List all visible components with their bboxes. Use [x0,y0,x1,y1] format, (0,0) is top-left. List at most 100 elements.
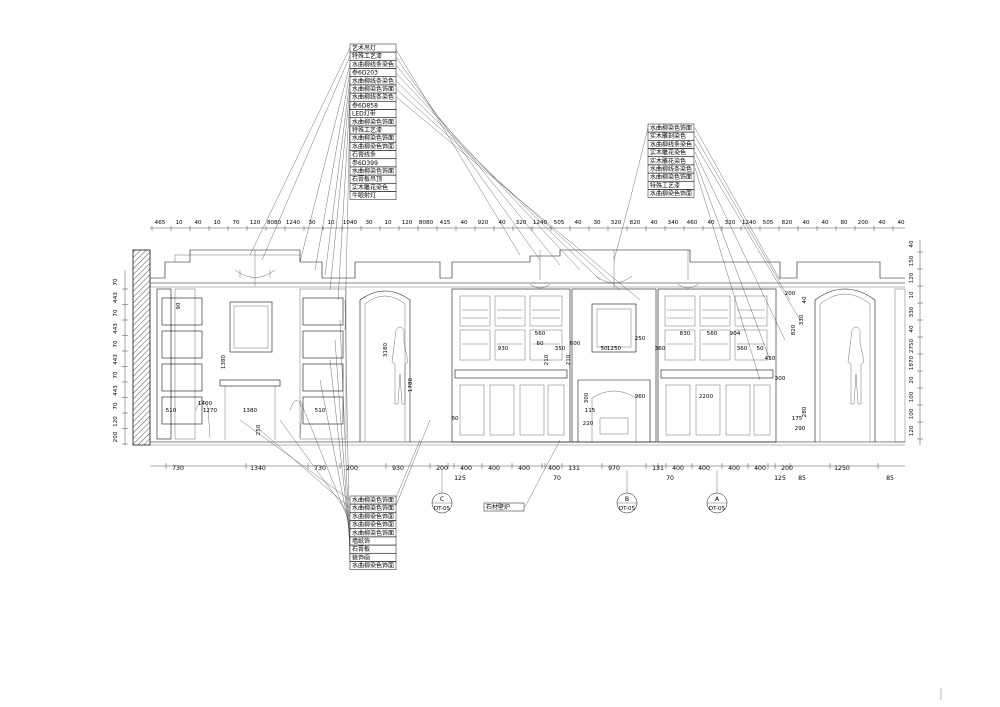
callout-label-text: 水曲柳染色饰面 [650,124,692,132]
dimension-value: 1240 [742,220,757,226]
dimension-value: 40 [909,325,915,333]
callout-label: 石材壁炉 [483,502,525,512]
dimension-value: 200 [436,465,448,472]
dimension-value: 830 [680,331,691,337]
dimension-value: 400 [754,465,766,472]
dimension-value: 40 [498,220,506,226]
dimension-value: 100 [909,408,915,419]
section-marker: ADT-05 [706,470,728,514]
dimension-value: 510 [315,408,326,414]
callout-label-text: 参6D399 [352,159,378,167]
callout-label: 牛眼射灯 [349,191,397,200]
callout-label: 水曲柳染色饰面 [647,172,695,182]
mirror [591,303,637,353]
dimension-value: 10 [327,220,335,226]
callout-label-text: 参6D203 [352,69,378,77]
callout-label-text: 水曲柳染色饰面 [352,496,394,504]
dimension-value: 70 [113,340,119,348]
dimension-value: 120 [402,220,413,226]
dimension-value: 8080 [419,220,434,226]
dimension-value: 970 [608,465,620,472]
dimension-value: 70 [666,475,674,482]
dimension-value: 415 [440,220,451,226]
dimension-value: 70 [113,278,119,286]
dimension-value: 330 [799,314,805,325]
callout-label: 墙纸饰 [349,536,397,546]
dimension-value: 200 [346,465,358,472]
fireplace-wall [571,288,657,443]
section-ref: DT-05 [434,506,451,512]
dimension-value: 100 [909,391,915,402]
dimension-value: 40 [897,220,905,226]
callout-label-text: 水曲柳染色饰面 [352,562,394,570]
callout-label: 实木雕花染色 [349,183,397,192]
callout-label-text: 水曲柳线条染色 [352,77,394,85]
callout-label-text: 实木雕花染色 [650,157,686,165]
dimension-value: 30 [593,220,601,226]
callout-label: 水曲柳染色饰面 [349,561,397,570]
dimension-value: 60 [536,341,544,347]
callout-stack-bottom: 水曲柳染色饰面水曲柳染色饰面水曲柳染色饰面水曲柳染色饰面水曲柳染色饰面墙纸饰石膏… [349,495,397,570]
callout-label: 参6D399 [349,158,397,168]
callout-label-text: 水曲柳线条染色 [650,140,692,148]
dimension-value: 460 [687,220,698,226]
dimension-value: 125 [774,475,786,482]
callout-label-text: 实木雕花染色 [352,183,388,191]
dimension-value: 443 [113,323,119,334]
callout-label-text: 艺术吊灯 [352,44,376,52]
dimension-value: 2750 [909,338,915,353]
callout-label-text: 特殊工艺漆 [650,181,680,189]
dimension-value: 210 [566,354,572,365]
dimension-value: 443 [113,385,119,396]
dimension-value: 200 [113,431,119,442]
callout-label: 水曲柳线条染色 [349,76,397,86]
dimension-value: 120 [909,425,915,436]
dimension-value: 1380 [243,408,258,414]
callout-label-text: 水曲柳染色饰面 [352,134,394,142]
callout-fireplace: 石材壁炉 [483,502,525,512]
picture-frame [229,301,273,353]
callout-label: 艺术吊灯 [349,43,397,53]
dimension-value: 70 [232,220,240,226]
dimension-value: 400 [548,465,560,472]
dimension-value: 730 [172,465,184,472]
callout-label: 水曲柳染色饰面 [647,123,695,133]
dimension-value: 560 [535,331,546,337]
callout-label: 石膏板 [349,544,397,554]
dimension-value: 1240 [286,220,301,226]
dimension-value: 320 [725,220,736,226]
dimension-value: 50 [756,346,764,352]
dimension-value: 330 [909,306,915,317]
callout-label-text: 石膏线条 [352,151,376,159]
dimension-value: 560 [707,331,718,337]
dimension-value: 904 [730,331,741,337]
callout-label-text: 墙纸饰 [352,537,370,545]
dimension-value: 70 [553,475,561,482]
console-table [219,379,281,387]
callout-label: 水曲柳染色饰面 [349,495,397,505]
dimension-value: 505 [763,220,774,226]
dimension-value: 2200 [699,394,714,400]
callout-label: 石膏线条 [349,150,397,159]
callout-label: 实木雕花染色 [647,148,695,157]
dimension-value: 80 [840,220,848,226]
callout-label: 石膏板吊顶 [349,174,397,184]
dimension-value: 1240 [533,220,548,226]
callout-label-text: 水曲柳染色饰面 [650,190,692,198]
callout-label: 水曲柳染色饰面 [349,503,397,513]
callout-label-text: 水曲柳染色饰面 [352,85,394,93]
dimension-value: 40 [460,220,468,226]
dimension-value: 120 [909,272,915,283]
callout-label-text: 水曲柳染色饰面 [352,529,394,537]
panel [161,297,203,326]
dimension-value: 30 [365,220,373,226]
dimension-value: 120 [113,416,119,427]
callout-label-text: 水曲柳线条染色 [352,60,394,68]
dimension-value: 400 [728,465,740,472]
callout-label-text: 水曲柳染色饰面 [352,142,394,150]
callout-label-text: 水曲柳染色饰面 [650,173,692,181]
callout-label-text: 水曲柳染色饰面 [352,512,394,520]
dimension-value: 920 [478,220,489,226]
leader-lines [239,47,801,565]
dimension-value: 125 [454,475,466,482]
